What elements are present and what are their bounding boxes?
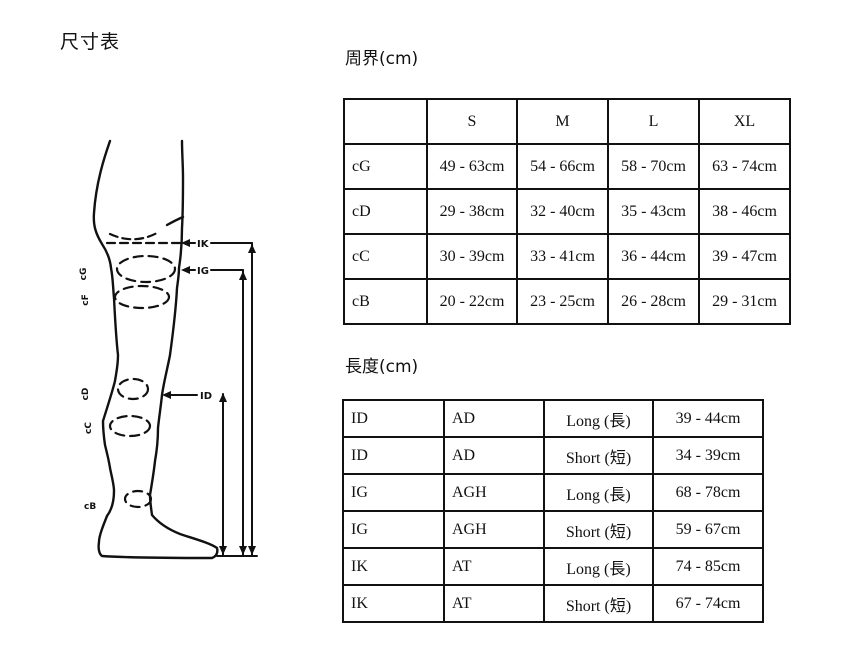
value-cell: 30 - 39cm [426,233,518,280]
code-cell: AT [443,584,545,623]
variant-cell: Short (短) [543,436,654,475]
value-cell: 36 - 44cm [607,233,700,280]
table-row: IG AGH Long (長) 68 - 78cm [342,473,764,512]
table-row: cC 30 - 39cm 33 - 41cm 36 - 44cm 39 - 47… [343,233,791,280]
ik-bottom-arrowhead [248,546,256,555]
code-cell: AGH [443,510,545,549]
point-cell: IG [342,510,445,549]
variant-cell: Long (長) [543,473,654,512]
length-table: ID AD Long (長) 39 - 44cm ID AD Short (短)… [342,399,764,623]
range-cell: 67 - 74cm [652,584,764,623]
value-cell: 38 - 46cm [698,188,791,235]
circumference-header-row: S M L XL [343,98,791,145]
range-cell: 59 - 67cm [652,510,764,549]
circumference-table: S M L XL cG 49 - 63cm 54 - 66cm 58 - 70c… [343,98,791,325]
variant-cell: Long (長) [543,547,654,586]
ring-cb [123,489,153,509]
label-cg: cG [79,268,89,281]
id-left-arrowhead [162,391,171,399]
label-cc: cC [84,422,94,434]
variant-cell: Long (長) [543,399,654,438]
leg-outline-path [92,139,219,560]
value-cell: 54 - 66cm [516,143,609,190]
value-cell: 23 - 25cm [516,278,609,325]
kneecap-dashed-arc [108,231,159,241]
value-cell: 58 - 70cm [607,143,700,190]
range-cell: 34 - 39cm [652,436,764,475]
value-cell: 26 - 28cm [607,278,700,325]
range-cell: 74 - 85cm [652,547,764,586]
point-cell: ID [342,399,445,438]
table-row: cB 20 - 22cm 23 - 25cm 26 - 28cm 29 - 31… [343,278,791,325]
knee-crease-line [165,215,185,227]
table-row: cD 29 - 38cm 32 - 40cm 35 - 43cm 38 - 46… [343,188,791,235]
table-row: IK AT Long (長) 74 - 85cm [342,547,764,586]
value-cell: 33 - 41cm [516,233,609,280]
length-section-title: 長度(cm) [345,357,419,377]
id-top-arrowhead [219,393,227,402]
ik-left-arrowhead [181,239,190,247]
point-cell: ID [342,436,445,475]
code-cell: AD [443,436,545,475]
code-cell: AT [443,547,545,586]
table-row: cG 49 - 63cm 54 - 66cm 58 - 70cm 63 - 74… [343,143,791,190]
value-cell: 29 - 31cm [698,278,791,325]
label-id: ID [200,391,212,402]
ik-top-arrowhead [248,244,256,253]
variant-cell: Short (短) [543,584,654,623]
row-header: cB [343,278,428,325]
value-cell: 35 - 43cm [607,188,700,235]
value-cell: 20 - 22cm [426,278,518,325]
row-header: cG [343,143,428,190]
code-cell: AD [443,399,545,438]
label-cd: cD [81,388,91,401]
table-row: ID AD Long (長) 39 - 44cm [342,399,764,438]
table-row: IG AGH Short (短) 59 - 67cm [342,510,764,549]
col-header-s: S [426,98,518,145]
ring-cf [113,284,171,310]
ring-cg [115,254,177,284]
value-cell: 49 - 63cm [426,143,518,190]
col-header-m: M [516,98,609,145]
page-title: 尺寸表 [60,31,121,53]
leg-measurement-diagram: IK IG ID cG cF cD cC cB [79,139,258,560]
row-header: cC [343,233,428,280]
row-header: cD [343,188,428,235]
point-cell: IK [342,584,445,623]
label-cb: cB [84,502,96,512]
ig-bottom-arrowhead [239,546,247,555]
value-cell: 63 - 74cm [698,143,791,190]
ring-cd [116,377,150,401]
table-row: ID AD Short (短) 34 - 39cm [342,436,764,475]
col-header-xl: XL [698,98,791,145]
corner-cell [343,98,428,145]
value-cell: 32 - 40cm [516,188,609,235]
label-ik: IK [197,239,210,250]
label-cf: cF [81,294,91,305]
point-cell: IK [342,547,445,586]
value-cell: 39 - 47cm [698,233,791,280]
point-cell: IG [342,473,445,512]
ring-cc [108,414,152,438]
id-bottom-arrowhead [219,546,227,555]
range-cell: 68 - 78cm [652,473,764,512]
label-ig: IG [197,266,209,277]
circumference-section-title: 周界(cm) [345,49,419,69]
value-cell: 29 - 38cm [426,188,518,235]
ig-left-arrowhead [181,266,190,274]
code-cell: AGH [443,473,545,512]
variant-cell: Short (短) [543,510,654,549]
ig-top-arrowhead [239,271,247,280]
col-header-l: L [607,98,700,145]
table-row: IK AT Short (短) 67 - 74cm [342,584,764,623]
range-cell: 39 - 44cm [652,399,764,438]
